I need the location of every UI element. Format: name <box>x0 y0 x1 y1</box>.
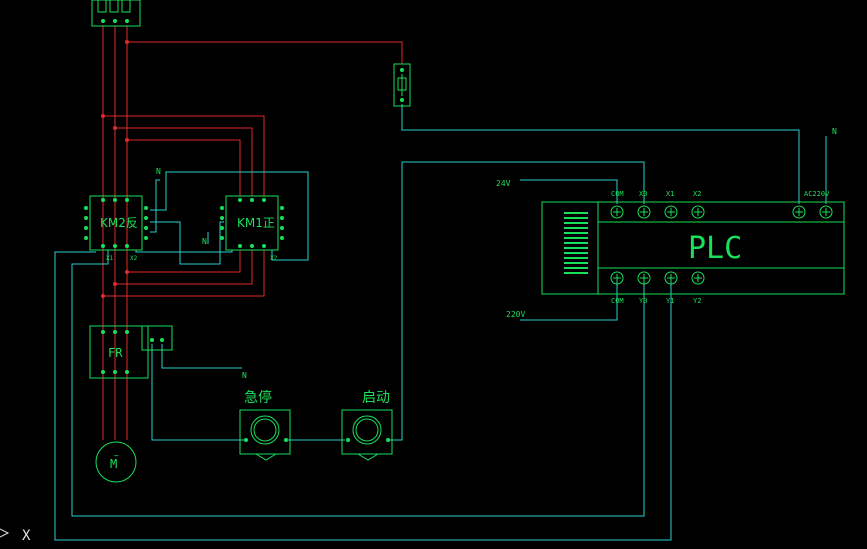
km1-n-label: N <box>202 237 207 246</box>
plc-out-com-label: COM <box>611 297 624 305</box>
plc-y1-label: Y1 <box>666 297 674 305</box>
motor-sub-label: ~ <box>114 451 119 460</box>
fuse <box>393 63 411 107</box>
km1-label: KM1正 <box>237 216 275 230</box>
fr-label: FR <box>108 346 123 360</box>
km2-label: KM2反 <box>100 216 138 230</box>
emergency-stop-label: 急停 <box>244 389 272 406</box>
plc-y0-label: Y0 <box>639 297 647 305</box>
plc-x0-label: X0 <box>639 190 647 198</box>
motor: M ~ <box>95 441 137 483</box>
motor-label: M <box>110 457 117 471</box>
plc-label: PLC <box>688 231 742 266</box>
start-label: 启动 <box>362 390 390 406</box>
supply-220v-label: 220V <box>506 310 525 319</box>
plc-x1-label: X1 <box>666 190 674 198</box>
fr-n-label: N <box>242 371 247 380</box>
plc-in-com-label: COM <box>611 190 624 198</box>
plc-x2-label: X2 <box>693 190 701 198</box>
control-wires <box>54 104 827 541</box>
km1-contactor: KM1正 X2 <box>220 195 284 262</box>
main-breaker <box>91 0 141 27</box>
km2-n-label: N <box>156 167 161 176</box>
axis-label: X <box>22 528 31 544</box>
plc-n-label: N <box>832 127 837 136</box>
thermal-relay-fr: FR <box>89 325 173 379</box>
plc-ac220-label: AC220V <box>804 190 830 198</box>
plc-output-terminals <box>610 271 705 285</box>
km2-contactor: KM2反 X1 X2 <box>84 195 148 262</box>
start-button: 启动 <box>341 390 393 461</box>
plc-input-terminals <box>610 205 833 219</box>
plc-unit: PLC COM X0 X1 X2 AC220V COM Y0 Y1 Y2 <box>541 190 845 305</box>
plc-y2-label: Y2 <box>693 297 701 305</box>
emergency-stop-button: 急停 <box>239 389 291 461</box>
ucs-axis-icon: X <box>0 528 31 544</box>
supply-24v-label: 24V <box>496 179 511 188</box>
km2-terminal-2: X2 <box>130 255 138 262</box>
km1-terminal-1: X2 <box>270 255 278 262</box>
km2-terminal-1: X1 <box>106 255 114 262</box>
plc-display-icon <box>564 212 588 274</box>
